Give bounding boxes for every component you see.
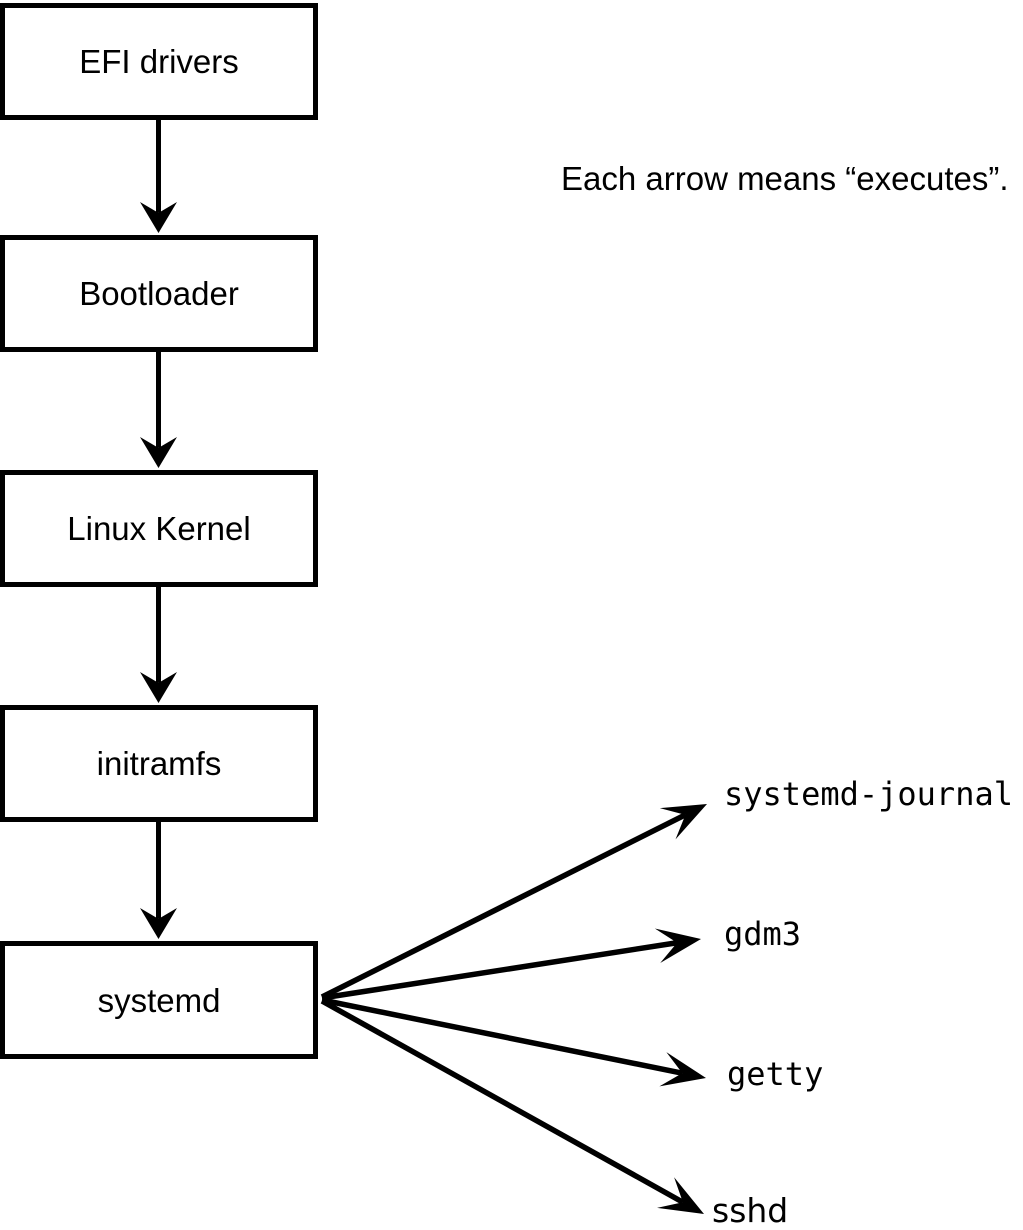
node-bootloader: Bootloader (0, 235, 318, 352)
node-initramfs: initramfs (0, 705, 318, 822)
caption-arrow-meaning: Each arrow means “executes”. (561, 160, 1009, 197)
arrow-initramfs-to-systemd (140, 822, 177, 939)
node-bootloader-label: Bootloader (79, 275, 239, 312)
node-systemd: systemd (0, 941, 318, 1059)
process-label-gdm3: gdm3 (724, 915, 802, 953)
arrow-systemd-to-gdm3 (321, 928, 701, 1001)
arrow-systemd-to-journal (320, 804, 707, 1000)
process-label-getty: getty (727, 1055, 824, 1093)
node-efi-drivers-label: EFI drivers (79, 43, 239, 80)
process-label-systemd-journal: systemd-journal (724, 775, 1013, 813)
arrow-systemd-to-getty (321, 997, 706, 1087)
arrow-systemd-to-sshd (320, 998, 704, 1214)
node-efi-drivers: EFI drivers (0, 3, 318, 120)
node-systemd-label: systemd (97, 981, 221, 1019)
arrow-bootloader-to-kernel (140, 352, 177, 468)
arrow-kernel-to-initramfs (140, 587, 177, 703)
node-linux-kernel-label: Linux Kernel (67, 510, 251, 547)
node-initramfs-label: initramfs (96, 745, 222, 782)
process-label-sshd: sshd (712, 1191, 789, 1230)
node-linux-kernel: Linux Kernel (0, 470, 318, 587)
arrow-efi-to-bootloader (140, 120, 177, 233)
